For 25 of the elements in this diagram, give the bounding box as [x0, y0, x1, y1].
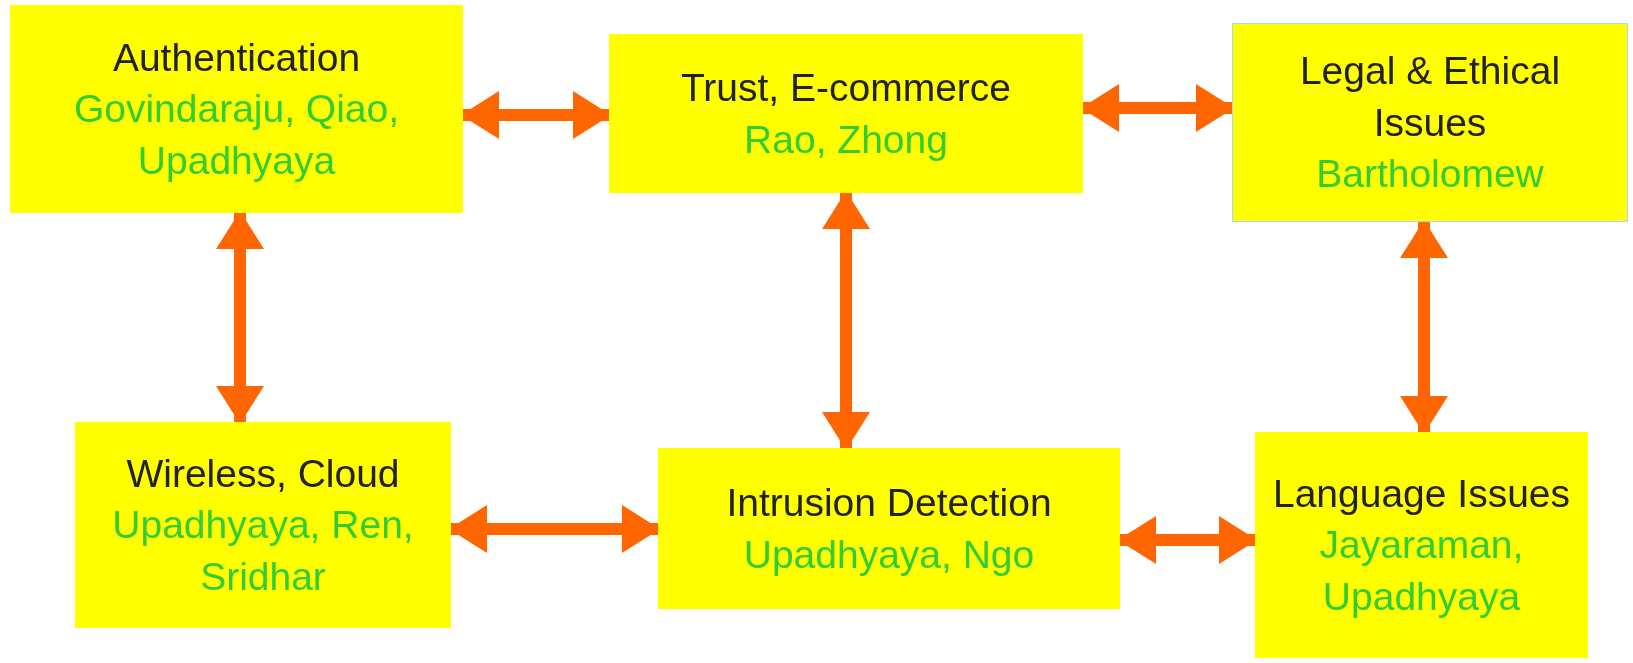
- researcher-names: Govindaraju, Qiao, Upadhyaya: [72, 86, 401, 184]
- double-arrow: [822, 191, 870, 450]
- topic-box: [75, 422, 451, 628]
- researcher-names: Upadhyaya, Ngo: [743, 531, 1035, 578]
- topic-box: [1232, 23, 1628, 222]
- topic-box: [609, 34, 1083, 193]
- topic-title: Wireless, Cloud: [126, 450, 400, 497]
- double-arrow: [461, 91, 611, 139]
- topic-title: Legal & Ethical Issues: [1298, 48, 1562, 146]
- topic-box: [658, 448, 1120, 609]
- double-arrow: [1118, 516, 1257, 564]
- double-arrow: [216, 211, 264, 424]
- double-arrow: [1081, 84, 1234, 132]
- double-arrow: [449, 505, 660, 553]
- researcher-names: Rao, Zhong: [744, 116, 948, 163]
- researcher-names: Jayaraman, Upadhyaya: [1318, 522, 1525, 620]
- researcher-names: Upadhyaya, Ren, Sridhar: [111, 502, 415, 600]
- topic-title: Authentication: [112, 34, 361, 81]
- topic-title: Language Issues: [1272, 470, 1571, 517]
- topic-box: [10, 5, 463, 213]
- topic-title: Trust, E-commerce: [680, 65, 1012, 112]
- topic-title: Intrusion Detection: [726, 480, 1052, 527]
- researcher-names: Bartholomew: [1316, 151, 1544, 198]
- topic-box: [1255, 432, 1588, 658]
- double-arrow: [1400, 220, 1448, 434]
